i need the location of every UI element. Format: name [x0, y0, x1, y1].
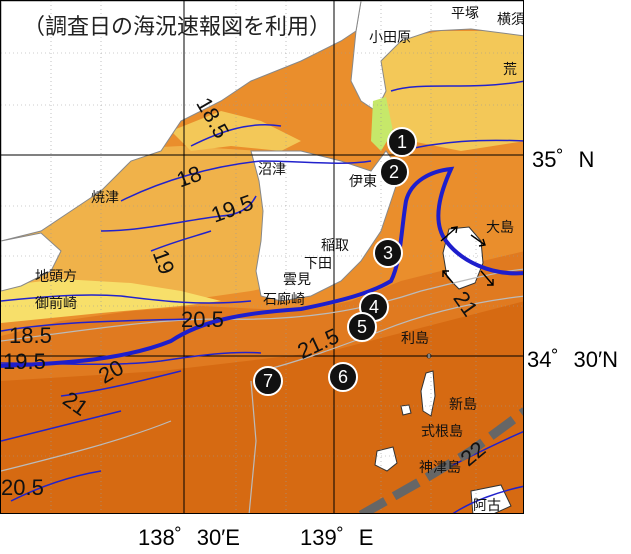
place-hiratsuka: 平塚: [451, 6, 479, 22]
latitude-label-34-30n: 34゜30′N: [527, 347, 618, 372]
main-graticule: [1, 1, 523, 513]
isotherm-label-20-5: 20.5: [181, 307, 224, 332]
minor-contours: [1, 268, 523, 513]
island-kozushima: [374, 446, 398, 472]
place-niijima: 新島: [449, 397, 477, 413]
land-izu-peninsula: [250, 150, 402, 302]
station-marker-5[interactable]: 5: [347, 312, 377, 342]
isotherm-label-20-5-bottom: 20.5: [1, 475, 44, 500]
current-arrows: [440, 226, 494, 286]
place-numazu: 沼津: [258, 162, 286, 178]
latitude-label-35n: 35゜N: [532, 147, 595, 172]
map-frame: 平塚 横須 小田原 荒 沼津 伊東 焼津 大島 稲取 下田 雲見 石廊崎 地頭方…: [0, 0, 524, 514]
place-odawara: 小田原: [369, 30, 411, 46]
current-band: [358, 407, 523, 513]
station-marker-7[interactable]: 7: [253, 366, 283, 396]
sea-temperature-map: [1, 1, 523, 513]
land-omaezaki: [1, 232, 62, 292]
place-omaezaki: 御前崎: [35, 296, 77, 312]
place-irozaki: 石廊崎: [263, 292, 305, 308]
place-shimoda: 下田: [304, 256, 332, 272]
sea-coastal-sagami: [381, 31, 523, 151]
place-ako: 阿古: [473, 498, 501, 514]
place-inatori: 稲取: [321, 238, 349, 254]
sea-coastal-north: [171, 111, 301, 151]
longitude-label-138-30e: 138゜30′E: [138, 525, 240, 550]
place-yokosuka: 横須: [497, 12, 524, 28]
place-jitokata: 地頭方: [35, 269, 77, 285]
map-caption: （調査日の海況速報図を利用）: [23, 15, 332, 40]
place-oshima: 大島: [486, 220, 514, 236]
place-ara: 荒: [503, 62, 517, 78]
place-kozushima: 神津島: [419, 460, 461, 476]
station-marker-1[interactable]: 1: [387, 127, 417, 157]
station-marker-2[interactable]: 2: [379, 157, 409, 187]
place-ito: 伊東: [349, 174, 377, 190]
place-yaizu: 焼津: [91, 190, 119, 206]
station-marker-6[interactable]: 6: [328, 362, 358, 392]
isotherm-label-18-5-left: 18.5: [9, 323, 52, 348]
place-shikinejima: 式根島: [421, 424, 463, 440]
place-kumomi: 雲見: [283, 272, 311, 288]
land-shizuoka: [1, 1, 362, 242]
sea-coastal-west: [1, 279, 221, 323]
station-marker-3[interactable]: 3: [373, 238, 403, 268]
isotherm-label-19-5-left: 19.5: [3, 349, 46, 374]
place-toshima: 利島: [401, 331, 429, 347]
island-niijima: [420, 370, 436, 417]
kuroshio-axis: [1, 166, 523, 368]
longitude-label-139e: 139゜E: [300, 525, 374, 550]
island-shikinejima: [400, 404, 412, 416]
